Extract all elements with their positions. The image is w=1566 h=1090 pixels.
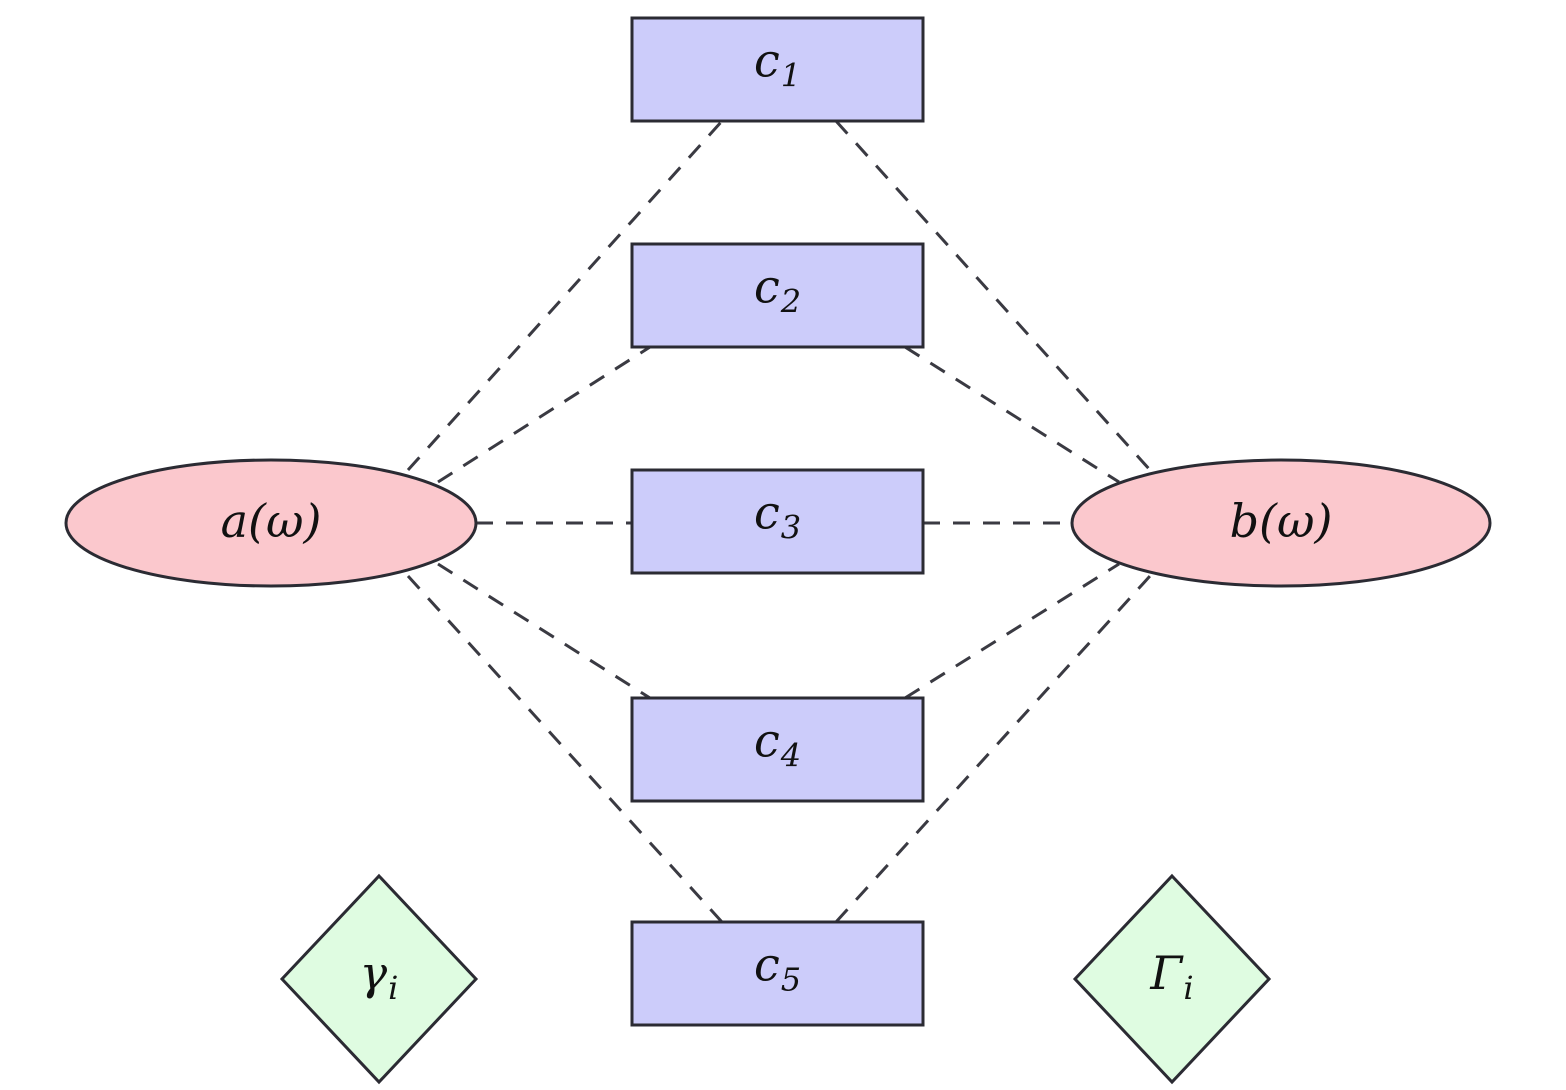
node-c1-rect[interactable] — [630, 16, 925, 123]
node-c3-label-glyph: c — [754, 486, 780, 540]
node-c1-subscript: 1 — [781, 56, 801, 94]
node-c5-rect[interactable] — [630, 920, 925, 1027]
node-c2-subscript: 2 — [780, 282, 801, 320]
node-gamma-upper-label: Γi — [1149, 946, 1193, 1007]
node-gamma-upper-label-glyph: Γ — [1149, 946, 1184, 1000]
node-a-label: a(ω) — [221, 494, 322, 548]
edge-a-to-c2 — [437, 345, 651, 484]
node-c4-subscript: 4 — [780, 736, 801, 774]
node-c5-subscript: 5 — [781, 960, 801, 998]
node-c5-label-glyph: c — [754, 938, 780, 992]
edges-layer — [406, 119, 1152, 924]
node-c5-label: c5 — [754, 938, 801, 999]
node-gamma-lower-label: γi — [360, 946, 399, 1007]
node-gamma-upper-subscript: i — [1183, 969, 1193, 1007]
node-gamma-lower-subscript: i — [388, 969, 398, 1007]
node-c4-rect[interactable] — [630, 696, 925, 803]
node-gamma-lower-label-glyph: γ — [360, 946, 388, 1000]
node-c3-subscript: 3 — [781, 508, 801, 546]
node-c1[interactable]: c1 — [630, 16, 925, 123]
node-c4-label-glyph: c — [754, 714, 780, 768]
node-c3-label: c3 — [754, 486, 801, 547]
node-c1-label-glyph: c — [754, 34, 780, 88]
node-gamma-upper[interactable]: Γi — [1072, 873, 1272, 1085]
node-a[interactable]: a(ω) — [64, 458, 478, 588]
node-c4[interactable]: c4 — [630, 696, 925, 803]
node-c2-rect[interactable] — [630, 242, 925, 349]
node-c1-label: c1 — [754, 34, 801, 95]
node-c2-label-glyph: c — [754, 260, 780, 314]
node-c2[interactable]: c2 — [630, 242, 925, 349]
edge-c1-to-b — [834, 119, 1152, 472]
node-c2-label: c2 — [754, 260, 801, 321]
node-gamma-lower[interactable]: γi — [279, 873, 479, 1085]
node-c3-rect[interactable] — [630, 468, 925, 575]
edge-a-to-c1 — [406, 119, 724, 472]
edge-c2-to-b — [904, 345, 1120, 484]
node-c4-label: c4 — [754, 714, 801, 775]
node-c5[interactable]: c5 — [630, 920, 925, 1027]
edge-a-to-c4 — [437, 562, 651, 700]
node-c3[interactable]: c3 — [630, 468, 925, 575]
node-b[interactable]: b(ω) — [1070, 458, 1492, 588]
node-gamma-lower-polygon[interactable] — [279, 873, 479, 1085]
node-a-ellipse[interactable] — [64, 458, 478, 588]
node-b-label: b(ω) — [1230, 494, 1333, 548]
edge-c4-to-b — [904, 562, 1120, 700]
node-b-ellipse[interactable] — [1070, 458, 1492, 588]
node-gamma-upper-polygon[interactable] — [1072, 873, 1272, 1085]
